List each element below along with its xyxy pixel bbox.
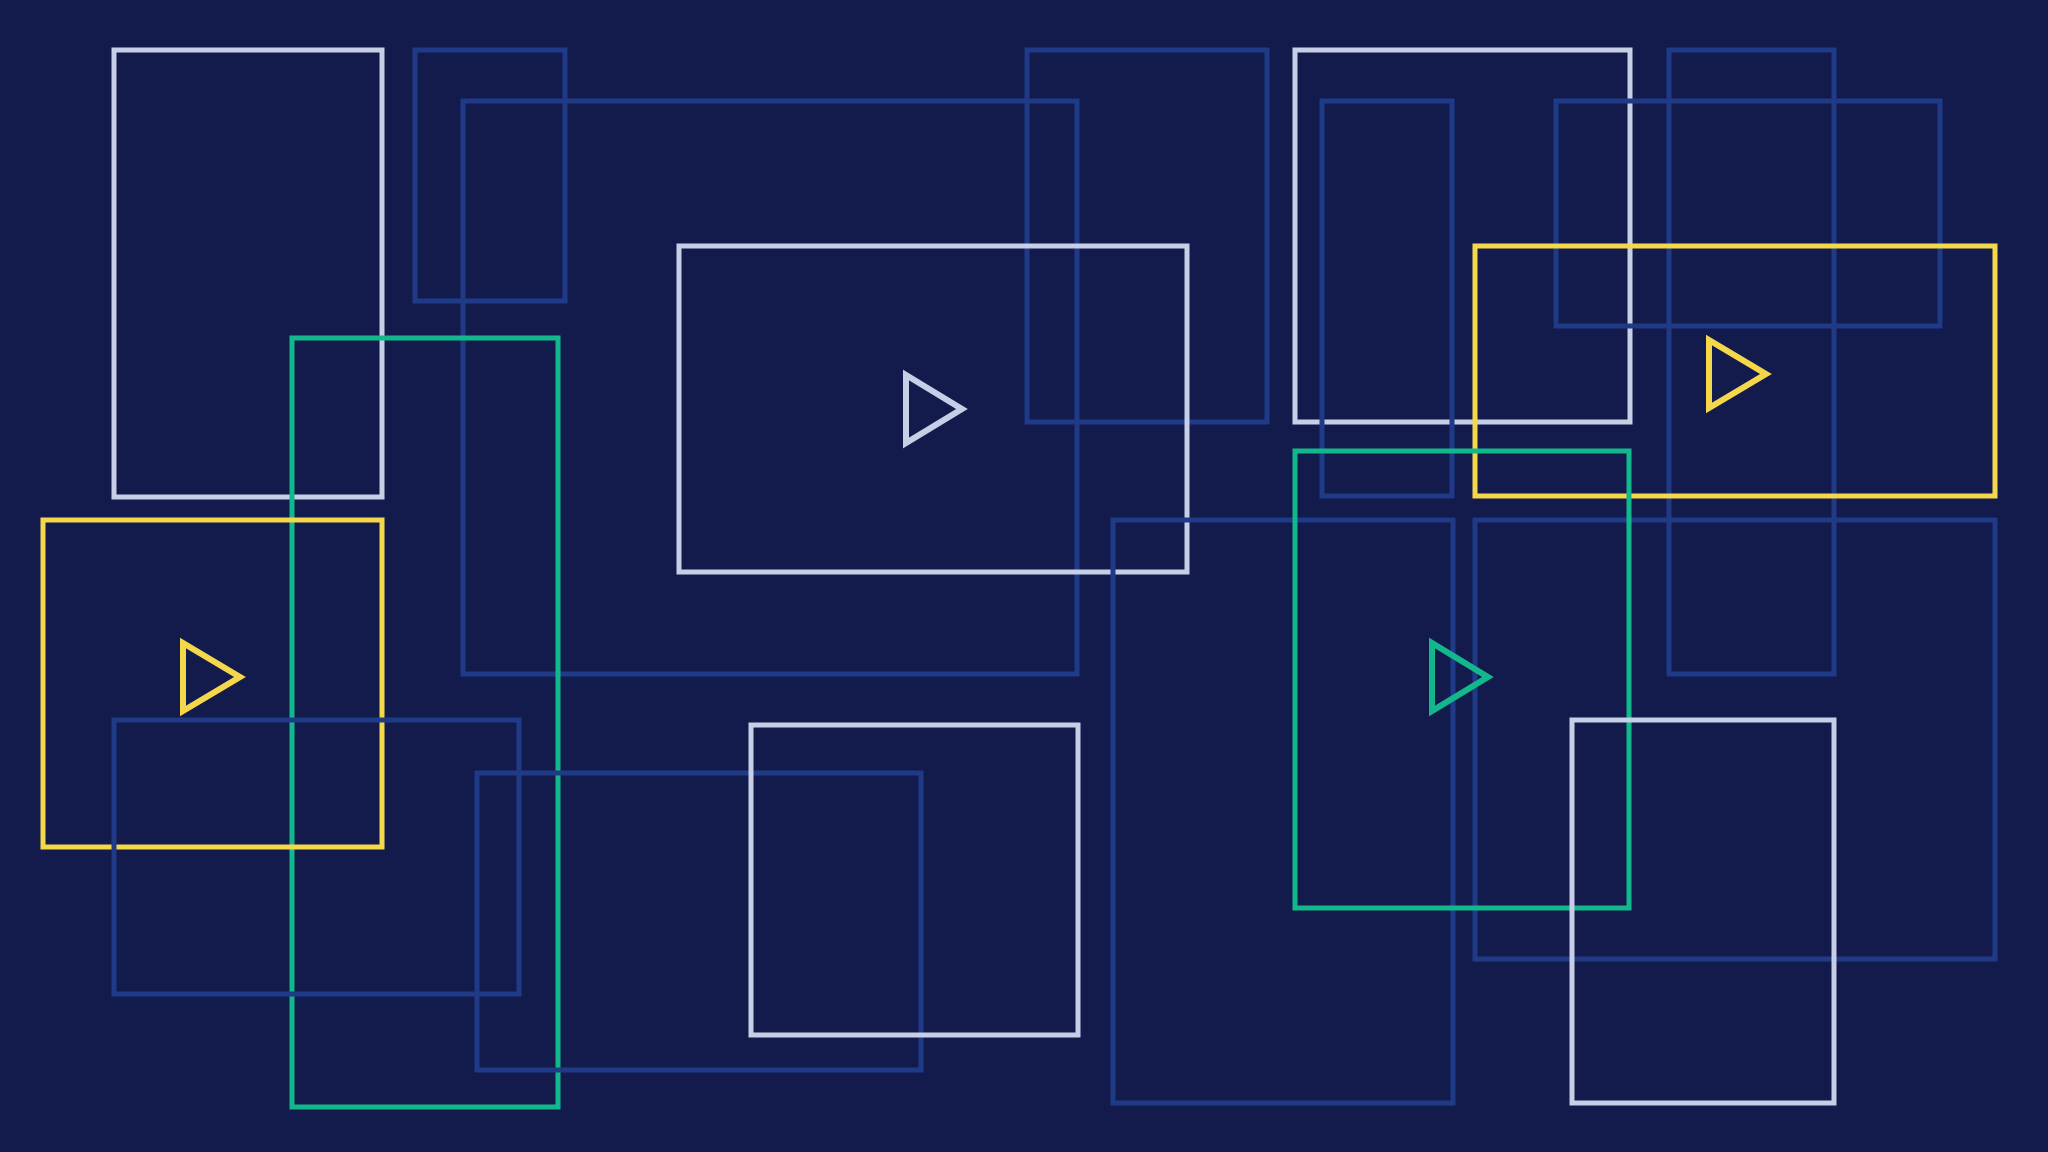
frame-yellow-left-play: [40, 517, 385, 850]
frame-white-center-play: [676, 243, 1190, 575]
frame-white-top-left: [111, 47, 385, 500]
frame-green-right-play: [1292, 448, 1632, 911]
frame-navy-bottom-right-tall: [1110, 517, 1456, 1106]
play-icon-top-right: [1706, 334, 1772, 414]
frame-navy-right-large: [1472, 517, 1998, 962]
frame-white-bottom-right: [1569, 717, 1837, 1106]
frame-white-bottom-center: [748, 722, 1081, 1038]
frame-white-top-right: [1292, 47, 1633, 425]
frame-navy-far-right-tall: [1666, 47, 1837, 677]
play-icons-layer: [180, 334, 1772, 717]
play-icon-left: [180, 637, 246, 717]
frame-navy-top-center: [1024, 47, 1270, 425]
frame-navy-top-right-narrow: [1319, 98, 1455, 499]
frame-navy-top-right-wide: [1553, 98, 1943, 329]
play-icon-center: [903, 369, 968, 449]
frames-layer: [40, 47, 1998, 1110]
frame-navy-center-large: [460, 98, 1080, 677]
frame-navy-top-left-small: [412, 47, 568, 304]
play-icon-right-green: [1429, 637, 1494, 717]
frame-navy-bottom-left: [111, 717, 522, 997]
frame-yellow-right-play: [1472, 243, 1998, 499]
frame-navy-bottom-center: [474, 770, 924, 1073]
